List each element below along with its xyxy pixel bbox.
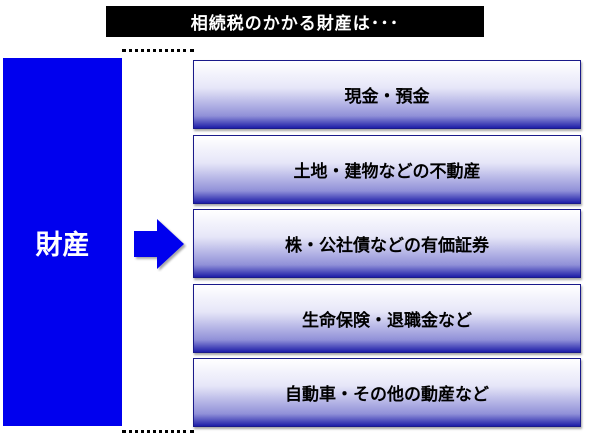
list-item: 現金・預金 — [193, 60, 581, 129]
list-item: 自動車・その他の動産など — [193, 358, 581, 427]
item-label: 現金・預金 — [344, 87, 430, 107]
list-item: 土地・建物などの不動産 — [193, 135, 581, 204]
item-label: 土地・建物などの不動産 — [293, 162, 481, 182]
item-label: 生命保険・退職金など — [302, 311, 472, 331]
right-arrow-icon — [134, 219, 184, 269]
property-box: 財産 — [3, 58, 122, 426]
list-item: 生命保険・退職金など — [193, 284, 581, 353]
item-label: 自動車・その他の動産など — [285, 385, 489, 405]
item-label: 株・公社債などの有価証券 — [285, 236, 489, 256]
dotted-divider-top — [122, 49, 194, 52]
list-item: 株・公社債などの有価証券 — [193, 209, 581, 278]
page-title: 相続税のかかる財産は･･･ — [106, 6, 484, 37]
dotted-divider-bottom — [122, 430, 194, 433]
property-label: 財産 — [35, 229, 90, 261]
